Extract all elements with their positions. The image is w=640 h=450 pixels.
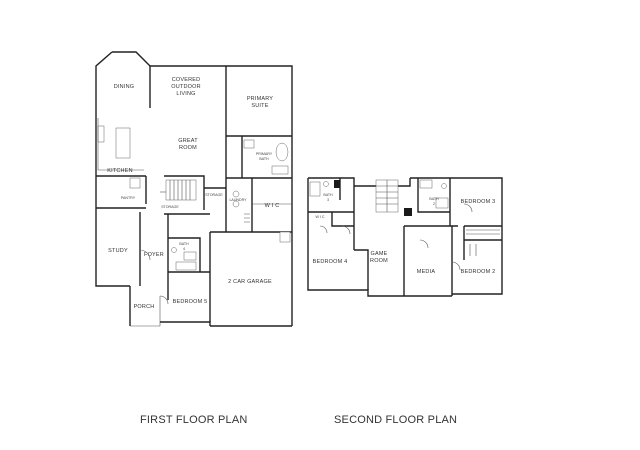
room-game-room-line2: ROOM bbox=[370, 258, 388, 264]
room-primary-suite-line2: SUITE bbox=[251, 103, 268, 109]
room-bedroom-2: BEDROOM 2 bbox=[461, 269, 496, 275]
room-primary-bath-line2: BATH bbox=[259, 157, 269, 161]
room-storage: STORAGE bbox=[205, 193, 223, 197]
room-bath-3-line2: 3 bbox=[327, 198, 329, 202]
room-great-room-line2: ROOM bbox=[179, 145, 197, 151]
room-porch: PORCH bbox=[134, 304, 155, 310]
second-floor-fixtures bbox=[309, 179, 500, 271]
second-floor-stairs bbox=[375, 179, 399, 213]
room-game-room-line1: GAME bbox=[371, 251, 388, 257]
second-floor-plan: BATH 3 BATH 2 BEDROOM 3 W I C GAME ROOM … bbox=[307, 177, 503, 297]
first-floor-exterior-walls bbox=[95, 51, 293, 327]
room-bedroom-5: BEDROOM 5 bbox=[173, 299, 208, 305]
room-primary-bath-line1: PRIMARY bbox=[256, 152, 273, 156]
room-study: STUDY bbox=[108, 248, 128, 254]
room-covered-outdoor-living-line1: COVERED bbox=[172, 77, 201, 83]
second-floor-interior-walls bbox=[308, 178, 502, 296]
room-media: MEDIA bbox=[417, 269, 436, 275]
room-laundry: LAUNDRY bbox=[229, 198, 247, 202]
second-floor-room-labels: BATH 3 BATH 2 BEDROOM 3 W I C GAME ROOM … bbox=[313, 193, 496, 275]
room-bath-2-line2: 2 bbox=[433, 202, 435, 206]
first-floor-plan-title: FIRST FLOOR PLAN bbox=[140, 414, 248, 426]
second-floor-plan-title: SECOND FLOOR PLAN bbox=[334, 414, 458, 426]
second-floor-exterior-walls bbox=[307, 177, 503, 297]
room-primary-suite-line1: PRIMARY bbox=[247, 96, 273, 102]
room-two-car-garage: 2 CAR GARAGE bbox=[228, 279, 272, 285]
first-floor-interior-walls bbox=[96, 66, 292, 300]
room-bath-4-line2: 4 bbox=[183, 247, 185, 251]
room-bath-3-line1: BATH bbox=[323, 193, 333, 197]
room-storage-under-stairs: STORAGE bbox=[161, 205, 179, 209]
room-great-room-line1: GREAT bbox=[178, 138, 198, 144]
room-bath-4-line1: BATH bbox=[179, 242, 189, 246]
first-floor-room-labels: DINING COVERED OUTDOOR LIVING PRIMARY SU… bbox=[107, 77, 279, 310]
first-floor-fixtures bbox=[97, 118, 291, 305]
room-kitchen: KITCHEN bbox=[107, 168, 133, 174]
room-dining: DINING bbox=[114, 84, 134, 90]
room-covered-outdoor-living-line3: LIVING bbox=[176, 91, 195, 97]
room-bedroom-3: BEDROOM 3 bbox=[461, 199, 496, 205]
room-second-floor-wic: W I C bbox=[316, 215, 325, 219]
room-primary-wic: W I C bbox=[265, 203, 280, 209]
room-pantry: PANTRY bbox=[121, 196, 136, 200]
room-bedroom-4: BEDROOM 4 bbox=[313, 259, 348, 265]
room-bath-2-line1: BATH bbox=[429, 197, 439, 201]
first-floor-stairs bbox=[160, 179, 197, 201]
room-foyer: FOYER bbox=[144, 252, 164, 258]
first-floor-plan: DINING COVERED OUTDOOR LIVING PRIMARY SU… bbox=[95, 51, 293, 327]
room-covered-outdoor-living-line2: OUTDOOR bbox=[171, 84, 201, 90]
